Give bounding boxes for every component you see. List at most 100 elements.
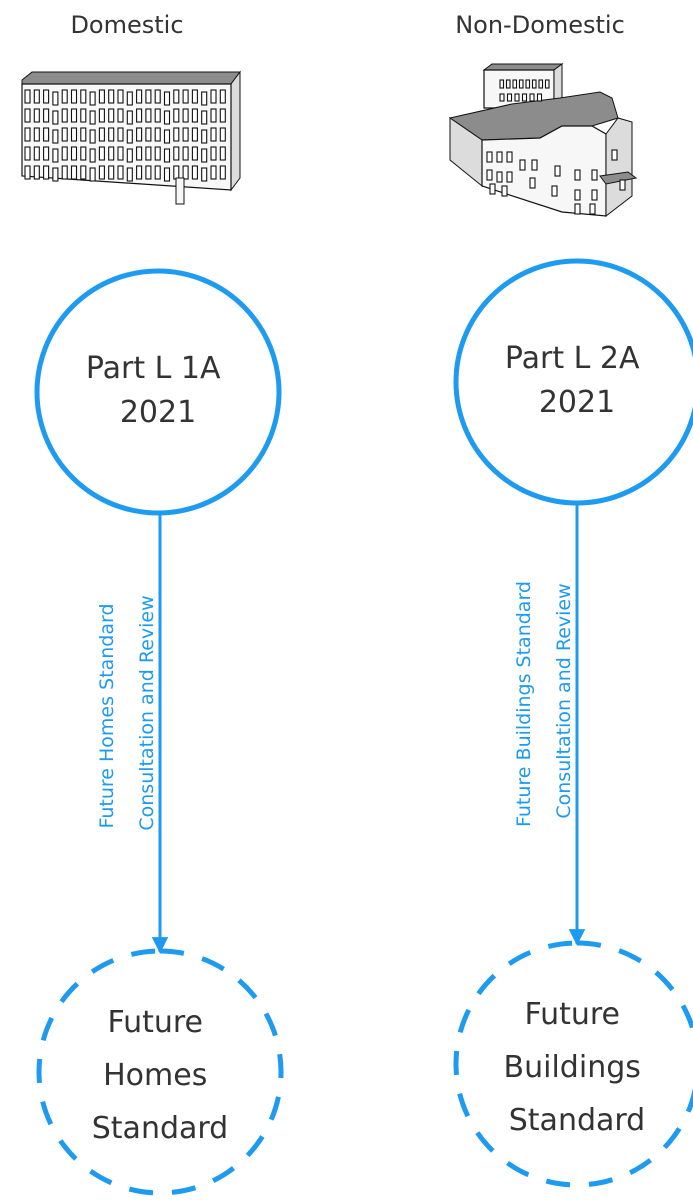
window-shape [499,93,505,102]
window-shape [163,167,171,182]
window-shape [70,146,78,161]
part-l-1a-label: Part L 1A 2021 [86,351,230,430]
window-shape [70,89,78,104]
window-shape [163,148,171,163]
window-shape [210,89,217,104]
window-shape [191,127,198,142]
window-shape [61,165,68,180]
window-shape [529,93,535,102]
window-shape [43,89,50,104]
window-shape [554,165,561,177]
window-shape [182,165,189,180]
window-shape [210,127,217,142]
window-shape [154,165,161,180]
window-shape [145,108,152,123]
window-shape [210,108,217,123]
window-shape [501,185,508,197]
window-shape [544,79,550,89]
window-shape [219,127,226,142]
window-shape [70,127,78,142]
future-homes-standard-label: Future Homes Standard [92,1005,228,1146]
window-shape [24,89,31,104]
window-shape [52,110,59,125]
office-building-icon [448,63,638,218]
window-shape [163,129,171,144]
window-shape [52,148,59,163]
window-shape [117,127,124,142]
window-shape [173,127,180,142]
window-shape [89,129,96,144]
window-shape [43,127,50,142]
window-shape [182,127,189,142]
window-shape [98,108,105,123]
window-shape [24,127,31,142]
window-shape [24,146,31,161]
window-shape [499,79,505,89]
window-shape [154,146,161,161]
window-shape [496,151,503,163]
window-shape [136,89,143,104]
window-shape [89,167,96,182]
window-shape [117,146,124,161]
window-shape [591,169,598,181]
window-shape [163,91,171,106]
window-shape [514,93,520,102]
window-shape [173,146,180,161]
window-shape [201,129,208,144]
domestic-windows [24,89,226,182]
window-shape [70,165,78,180]
window-shape [70,108,78,123]
window-shape [496,171,503,183]
window-shape [219,146,226,161]
window-shape [201,148,208,163]
window-shape [98,165,105,180]
domestic-title: Domestic [70,11,183,39]
window-shape [33,127,40,142]
window-shape [52,129,59,144]
window-shape [574,169,581,181]
window-shape [108,89,115,104]
window-shape [145,146,152,161]
window-shape [210,165,217,180]
window-shape [89,91,96,106]
window-shape [505,79,511,89]
window-shape [154,89,161,104]
window-shape [201,167,208,182]
window-shape [33,146,40,161]
window-shape [486,169,493,181]
window-shape [145,165,152,180]
window-shape [591,189,598,201]
window-shape [61,127,68,142]
window-shape [136,165,143,180]
window-shape [126,167,133,182]
window-shape [154,127,161,142]
window-shape [182,108,189,123]
window-shape [136,127,143,142]
window-shape [163,110,171,125]
window-shape [24,165,31,180]
window-shape [489,183,496,195]
window-shape [117,165,124,180]
window-shape [43,146,50,161]
window-shape [486,151,493,163]
window-shape [33,165,40,180]
window-shape [521,93,528,102]
window-shape [201,91,208,106]
window-shape [98,146,105,161]
window-shape [126,110,133,125]
non-domestic-title: Non-Domestic [455,11,625,39]
window-shape [506,171,513,183]
window-shape [619,179,626,191]
window-shape [201,110,208,125]
window-shape [89,148,96,163]
window-shape [80,89,87,104]
window-shape [117,108,124,123]
window-shape [136,108,143,123]
part-l-2a-node [453,258,693,506]
window-shape [136,146,143,161]
window-shape [529,177,536,189]
window-shape [574,203,581,215]
window-shape [536,93,543,102]
window-shape [173,108,180,123]
window-shape [531,159,538,171]
